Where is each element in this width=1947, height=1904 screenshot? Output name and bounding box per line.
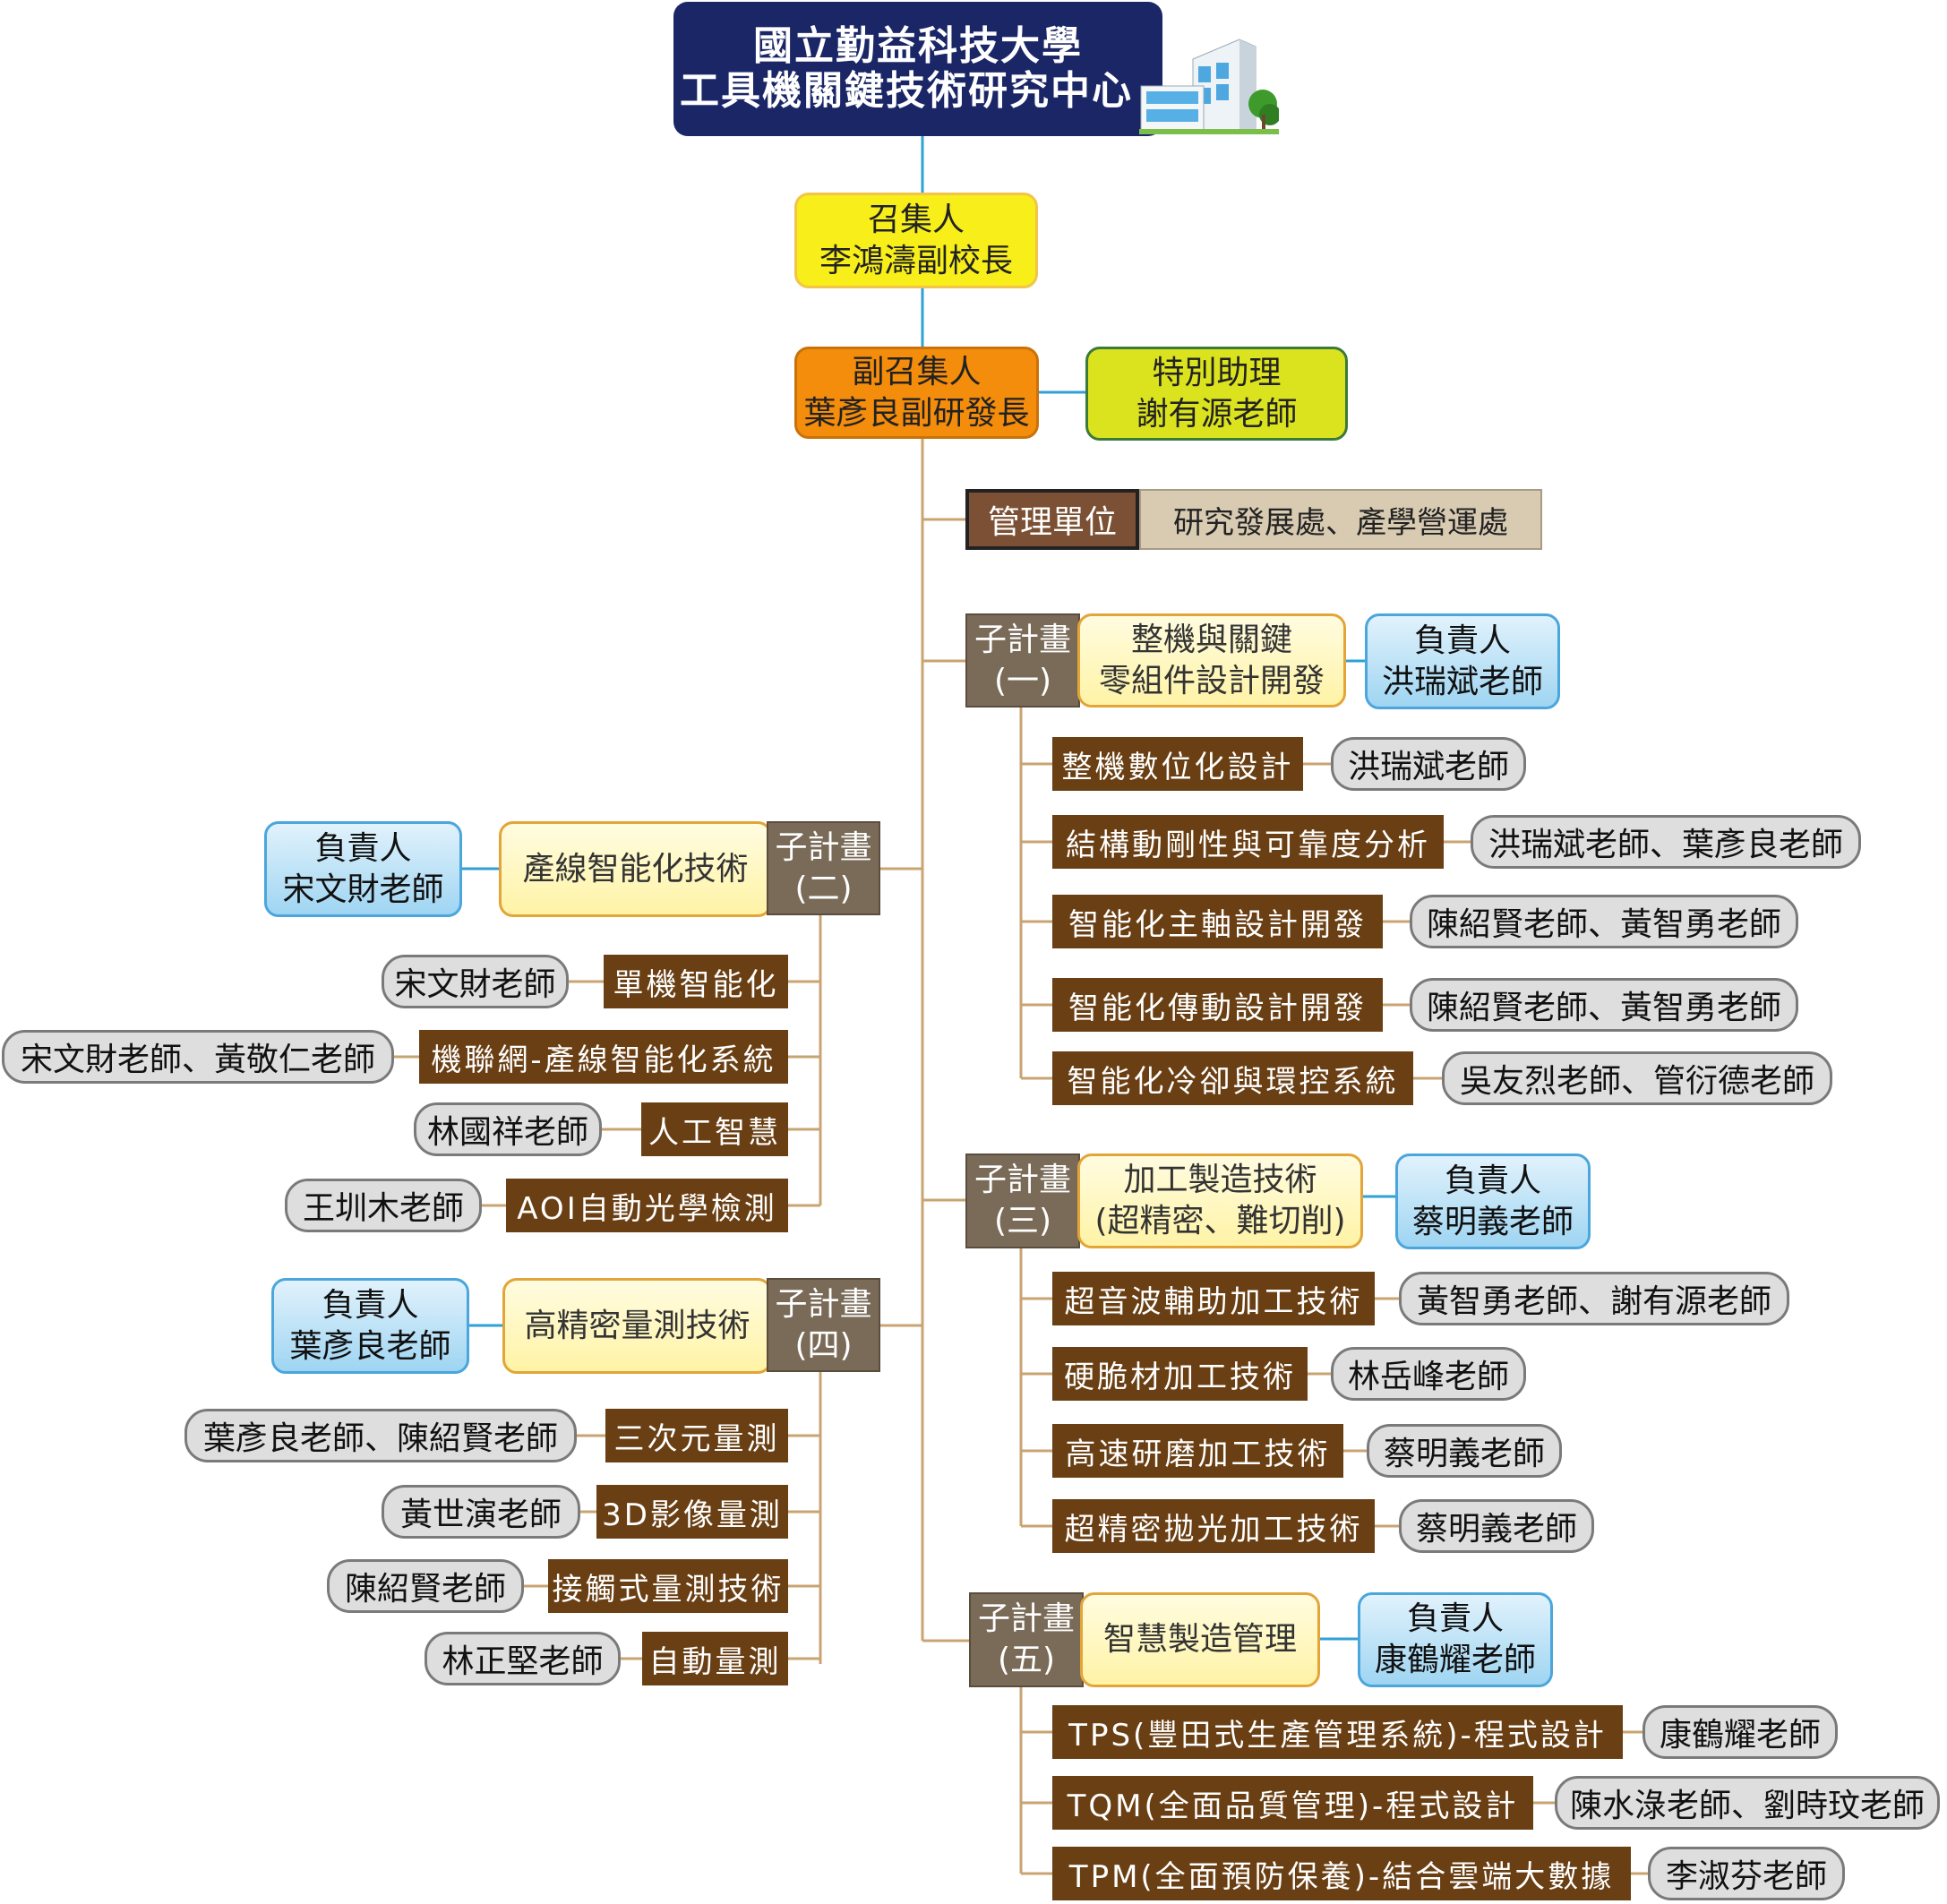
p1-topic-4: 智能化傳動設計開發	[1052, 978, 1383, 1032]
p4-topic-2: 3D影像量測	[596, 1485, 788, 1539]
convener-name: 李鴻濤副校長	[819, 242, 1013, 279]
subproject-2-lead: 負責人 宋文財老師	[264, 821, 462, 917]
building-icon	[1139, 39, 1279, 134]
title-line-2: 工具機關鍵技術研究中心	[680, 68, 1133, 114]
subproject-4-lead: 負責人 葉彥良老師	[271, 1278, 469, 1374]
center-title-box: 國立勤益科技大學 工具機關鍵技術研究中心	[673, 2, 1162, 136]
title-line-1: 國立勤益科技大學	[753, 23, 1083, 69]
p5-topic-1: TPS(豐田式生產管理系統)-程式設計	[1052, 1705, 1623, 1759]
p3-people-2: 林岳峰老師	[1331, 1347, 1526, 1401]
p4-topic-1: 三次元量測	[605, 1409, 788, 1462]
subproject-3-lead: 負責人 蔡明義老師	[1395, 1154, 1591, 1249]
p1-topic-2: 結構動剛性與可靠度分析	[1052, 815, 1444, 869]
p1-people-5: 吳友烈老師、管衍德老師	[1442, 1051, 1832, 1105]
deputy-name: 葉彥良副研發長	[803, 394, 1030, 432]
p2-topic-4: AOI自動光學檢測	[506, 1179, 788, 1232]
subproject-1-name: 整機與關鍵 零組件設計開發	[1077, 613, 1346, 708]
p1-people-3: 陳紹賢老師、黃智勇老師	[1410, 895, 1798, 948]
p4-people-4: 林正堅老師	[425, 1632, 621, 1685]
assistant-name: 謝有源老師	[1136, 395, 1298, 433]
p3-people-4: 蔡明義老師	[1399, 1499, 1594, 1553]
p4-people-1: 葉彥良老師、陳紹賢老師	[184, 1409, 577, 1462]
subproject-2-name: 產線智能化技術	[499, 821, 772, 917]
p4-people-2: 黃世演老師	[382, 1485, 580, 1539]
convener-role: 召集人	[867, 201, 965, 238]
p4-people-3: 陳紹賢老師	[327, 1559, 524, 1613]
subproject-1-lead: 負責人 洪瑞斌老師	[1365, 613, 1560, 709]
p4-topic-3: 接觸式量測技術	[548, 1559, 788, 1613]
p3-topic-3: 高速研磨加工技術	[1052, 1424, 1343, 1478]
subproject-5-name: 智慧製造管理	[1080, 1592, 1320, 1687]
subproject-4-header: 子計畫 (四)	[767, 1278, 880, 1372]
p5-people-3: 李淑芬老師	[1648, 1847, 1845, 1900]
subproject-2-header: 子計畫 (二)	[767, 821, 880, 915]
subproject-5-lead: 負責人 康鶴耀老師	[1358, 1592, 1553, 1687]
subproject-4-name: 高精密量測技術	[502, 1278, 772, 1374]
p1-people-4: 陳紹賢老師、黃智勇老師	[1410, 978, 1798, 1032]
p3-topic-1: 超音波輔助加工技術	[1052, 1272, 1375, 1325]
p3-topic-4: 超精密拋光加工技術	[1052, 1499, 1375, 1553]
p1-topic-5: 智能化冷卻與環控系統	[1052, 1051, 1413, 1105]
p2-topic-2: 機聯網-產線智能化系統	[419, 1030, 788, 1084]
subproject-3-name: 加工製造技術 (超精密、難切削)	[1077, 1154, 1363, 1248]
p2-people-1: 宋文財老師	[382, 955, 569, 1008]
deputy-role: 副召集人	[852, 353, 982, 390]
p1-topic-3: 智能化主軸設計開發	[1052, 895, 1383, 948]
deputy-box: 副召集人 葉彥良副研發長	[794, 347, 1039, 439]
p1-topic-1: 整機數位化設計	[1052, 737, 1303, 791]
p2-topic-3: 人工智慧	[641, 1102, 788, 1156]
p3-topic-2: 硬脆材加工技術	[1052, 1347, 1308, 1401]
convener-box: 召集人 李鴻濤副校長	[794, 193, 1038, 288]
p4-topic-4: 自動量測	[642, 1632, 788, 1685]
p2-people-3: 林國祥老師	[414, 1102, 602, 1156]
p2-people-4: 王圳木老師	[285, 1179, 482, 1232]
p5-people-1: 康鶴耀老師	[1643, 1705, 1838, 1759]
management-units: 研究發展處、產學營運處	[1139, 489, 1542, 550]
p2-people-2: 宋文財老師、黃敬仁老師	[2, 1030, 394, 1084]
p2-topic-1: 單機智能化	[604, 955, 788, 1008]
p5-topic-2: TQM(全面品質管理)-程式設計	[1052, 1776, 1533, 1830]
management-label: 管理單位	[965, 489, 1139, 550]
assistant-box: 特別助理 謝有源老師	[1085, 347, 1348, 441]
p1-people-2: 洪瑞斌老師、葉彥良老師	[1471, 815, 1861, 869]
subproject-5-header: 子計畫 (五)	[969, 1592, 1084, 1687]
p3-people-1: 黃智勇老師、謝有源老師	[1399, 1272, 1789, 1325]
p1-people-1: 洪瑞斌老師	[1331, 737, 1526, 791]
p5-people-2: 陳水淥老師、劉時玟老師	[1555, 1776, 1940, 1830]
p5-topic-3: TPM(全面預防保養)-結合雲端大數據	[1052, 1847, 1631, 1900]
subproject-1-header: 子計畫 (一)	[965, 613, 1080, 708]
p3-people-3: 蔡明義老師	[1367, 1424, 1562, 1478]
assistant-role: 特別助理	[1152, 354, 1282, 391]
subproject-3-header: 子計畫 (三)	[965, 1154, 1080, 1248]
